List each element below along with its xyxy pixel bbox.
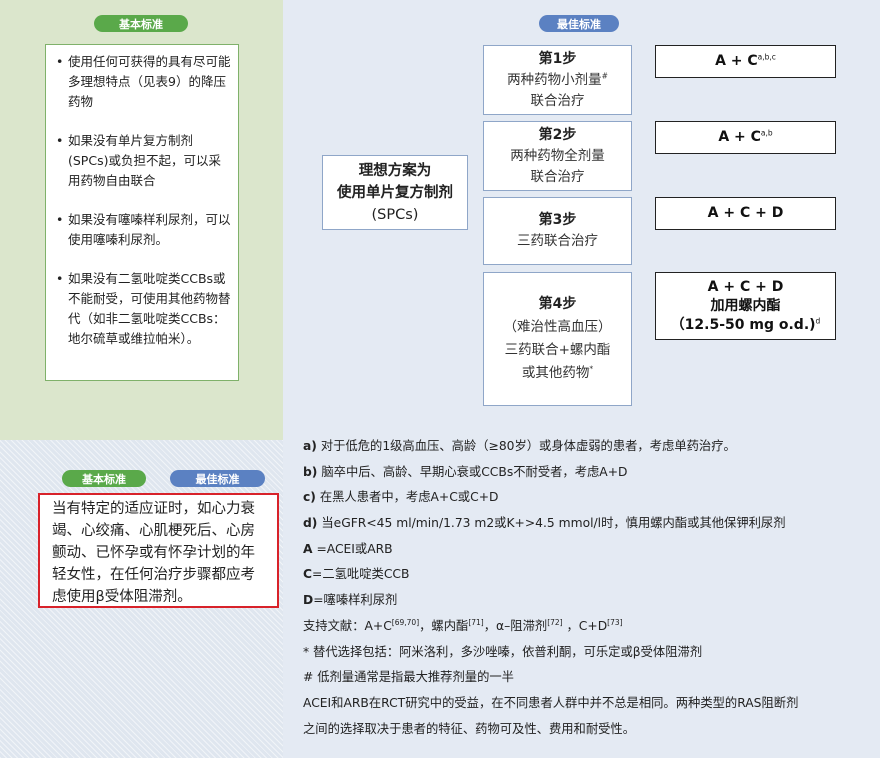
support-line: 支持文献：A+C[69,70]，螺内酯[71]，α–阻滞剂[72] ，C+D[7… bbox=[303, 617, 623, 633]
ideal-line: (SPCs) bbox=[371, 206, 419, 223]
step-4-box: 第4步 （难治性高血压） 三药联合+螺内酯 或其他药物* bbox=[483, 272, 632, 406]
note-line: D=噻嗪样利尿剂 bbox=[303, 593, 398, 608]
regimen-step-3: A + C + D bbox=[655, 197, 836, 230]
best-standard-label-2: 最佳标准 bbox=[170, 470, 265, 487]
note-line: a) 对于低危的1级高血压、高龄（≥80岁）或身体虚弱的患者，考虑单药治疗。 bbox=[303, 439, 736, 453]
regimen-step-2: A + Ca,b bbox=[655, 121, 836, 154]
regimen-step-1: A + Ca,b,c bbox=[655, 45, 836, 78]
basic-item: 使用任何可获得的具有尽可能多理想特点（见表9）的降压药物 bbox=[56, 52, 232, 112]
step-line: 两种药物全剂量 bbox=[510, 147, 605, 164]
ideal-line: 理想方案为 bbox=[358, 162, 432, 179]
step-line: （难治性高血压） bbox=[503, 319, 612, 335]
best-standard-label: 最佳标准 bbox=[539, 15, 619, 32]
ideal-line: 使用单片复方制剂 bbox=[337, 184, 453, 201]
footnotes: a) 对于低危的1级高血压、高龄（≥80岁）或身体虚弱的患者，考虑单药治疗。 b… bbox=[303, 434, 873, 742]
step-3-box: 第3步 三药联合治疗 bbox=[483, 197, 632, 265]
step-line: 联合治疗 bbox=[530, 168, 585, 185]
step-title: 第2步 bbox=[538, 126, 577, 143]
step-line: 三药联合+螺内酯 bbox=[504, 342, 611, 358]
basic-standard-label: 基本标准 bbox=[94, 15, 188, 32]
basic-item: 如果没有噻嗪样利尿剂，可以使用噻嗪利尿剂。 bbox=[56, 210, 232, 250]
step-2-box: 第2步 两种药物全剂量 联合治疗 bbox=[483, 121, 632, 191]
note-line: b) 脑卒中后、高龄、早期心衰或CCBs不耐受者，考虑A+D bbox=[303, 464, 628, 479]
step-title: 第4步 bbox=[538, 296, 577, 312]
step-title: 第3步 bbox=[538, 212, 577, 228]
step-line: 两种药物小剂量# bbox=[507, 71, 608, 88]
footnote-line: 之间的选择取决于患者的特征、药物可及性、费用和耐受性。 bbox=[303, 721, 636, 736]
basic-standard-box: 使用任何可获得的具有尽可能多理想特点（见表9）的降压药物 如果没有单片复方制剂(… bbox=[45, 44, 239, 381]
note-line: C=二氢吡啶类CCB bbox=[303, 567, 410, 582]
note-line: A =ACEI或ARB bbox=[303, 541, 393, 556]
basic-standard-label-2: 基本标准 bbox=[62, 470, 146, 487]
basic-item: 如果没有单片复方制剂(SPCs)或负担不起，可以采用药物自由联合 bbox=[56, 131, 232, 191]
note-line: c) 在黑人患者中，考虑A+C或C+D bbox=[303, 490, 499, 505]
footnote-line: # 低剂量通常是指最大推荐剂量的一半 bbox=[303, 670, 514, 685]
footnote-line: ACEI和ARB在RCT研究中的受益，在不同患者人群中并不总是相同。两种类型的R… bbox=[303, 695, 799, 710]
step-line: 三药联合治疗 bbox=[517, 233, 598, 249]
ideal-regimen-box: 理想方案为 使用单片复方制剂 (SPCs) bbox=[322, 155, 468, 230]
footnote-line: * 替代选择包括：阿米洛利，多沙唑嗪，依普利酮，可乐定或β受体阻滞剂 bbox=[303, 644, 703, 659]
beta-blocker-note: 当有特定的适应证时，如心力衰竭、心绞痛、心肌梗死后、心房颤动、已怀孕或有怀孕计划… bbox=[38, 493, 279, 608]
step-line: 联合治疗 bbox=[530, 92, 585, 109]
step-title: 第1步 bbox=[538, 50, 577, 67]
step-1-box: 第1步 两种药物小剂量# 联合治疗 bbox=[483, 45, 632, 115]
step-line: 或其他药物* bbox=[521, 364, 594, 381]
basic-item: 如果没有二氢吡啶类CCBs或不能耐受，可使用其他药物替代（如非二氢吡啶类CCBs… bbox=[56, 269, 232, 349]
regimen-step-4: A + C + D 加用螺内酯 （12.5-50 mg o.d.)d bbox=[655, 272, 836, 340]
note-line: d) 当eGFR<45 ml/min/1.73 m2或K+>4.5 mmol/l… bbox=[303, 516, 786, 531]
